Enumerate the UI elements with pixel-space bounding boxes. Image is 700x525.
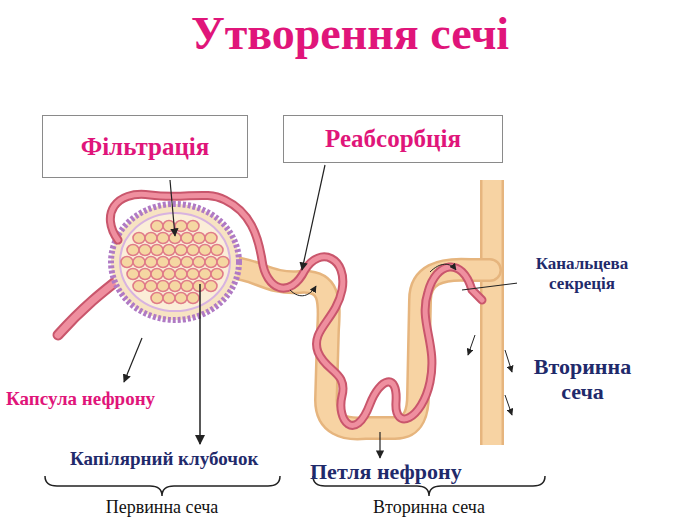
- capillary-loop: [145, 257, 157, 268]
- brace: [45, 476, 280, 496]
- capillary-loop: [151, 293, 163, 304]
- capillary-loop: [199, 245, 211, 256]
- capillary-loop: [181, 257, 193, 268]
- capillary-loop: [127, 269, 139, 280]
- capillary-loop: [181, 281, 193, 292]
- capillary-loop: [163, 293, 175, 304]
- leader-line: [302, 165, 325, 270]
- box-label: Фільтрація: [81, 133, 210, 161]
- reabsorption-arrow: [290, 286, 316, 296]
- capillary: [110, 194, 482, 425]
- capillary-loop: [181, 233, 193, 244]
- capillary-loop: [133, 281, 145, 292]
- capillary-loop: [163, 269, 175, 280]
- capillary-loop: [217, 257, 229, 268]
- part-label: Вторинна сеча: [329, 497, 529, 518]
- capillary-loop: [175, 269, 187, 280]
- secretion-arrow: [430, 264, 456, 272]
- capillary-loop: [133, 257, 145, 268]
- flow-arrow: [505, 395, 512, 415]
- leader-line: [462, 283, 518, 290]
- text-box: Фільтрація: [42, 115, 248, 178]
- capillary-loop: [187, 245, 199, 256]
- capsule-inner: [120, 213, 230, 311]
- part-label: Канальцева секреція: [517, 254, 647, 293]
- leader-line: [379, 432, 380, 458]
- text-box: Реабсорбція: [283, 115, 503, 163]
- capillary-loop: [205, 281, 217, 292]
- collecting-duct-fill: [483, 180, 502, 445]
- capillary-loop: [151, 221, 163, 232]
- capillary-loop: [139, 245, 151, 256]
- capillary-loop: [175, 293, 187, 304]
- capillary-loop: [193, 257, 205, 268]
- capillary-loop: [211, 245, 223, 256]
- capillary-loop: [193, 281, 205, 292]
- leader-line: [170, 180, 175, 236]
- capillary-loop: [127, 245, 139, 256]
- capillary-loop: [175, 221, 187, 232]
- capillary-loop: [187, 293, 199, 304]
- part-label: Капсула нефрону: [6, 388, 206, 410]
- leader-line: [199, 284, 201, 444]
- capillary-loop: [211, 269, 223, 280]
- capillary-loop: [133, 233, 145, 244]
- nephron-capsule: [111, 204, 239, 320]
- capillary-loop: [187, 269, 199, 280]
- capillary-loop: [175, 245, 187, 256]
- capillary-loop: [169, 281, 181, 292]
- part-label: Петля нефрону: [310, 459, 510, 484]
- capillary-loop: [169, 257, 181, 268]
- capillary-loop: [187, 221, 199, 232]
- capillary-loop: [145, 281, 157, 292]
- leader-line: [124, 338, 142, 382]
- tubule-fill: [232, 268, 490, 428]
- capillary-loop: [151, 269, 163, 280]
- part-label: Первинна сеча: [62, 497, 262, 518]
- capillary-loop: [157, 281, 169, 292]
- capillary-loop: [205, 257, 217, 268]
- title: Утворення сечі: [0, 8, 700, 61]
- capillary-loop: [193, 233, 205, 244]
- capillary-fill: [110, 194, 482, 425]
- capillary-loop: [121, 257, 133, 268]
- capillary-loop: [157, 233, 169, 244]
- capillary-loop: [205, 233, 217, 244]
- box-label: Реабсорбція: [325, 125, 461, 153]
- capillary-loop: [163, 245, 175, 256]
- capillary-loop: [145, 233, 157, 244]
- capillary-loop: [139, 269, 151, 280]
- collecting-duct: [480, 180, 504, 445]
- part-label: Вторинна сеча: [520, 354, 645, 405]
- capillary-loop: [151, 245, 163, 256]
- tubule: [232, 268, 490, 428]
- part-label: Капілярний клубочок: [70, 448, 310, 470]
- flow-arrow: [468, 335, 475, 355]
- capillary-loop: [157, 257, 169, 268]
- capillary-loop: [199, 269, 211, 280]
- flow-arrow: [505, 350, 512, 372]
